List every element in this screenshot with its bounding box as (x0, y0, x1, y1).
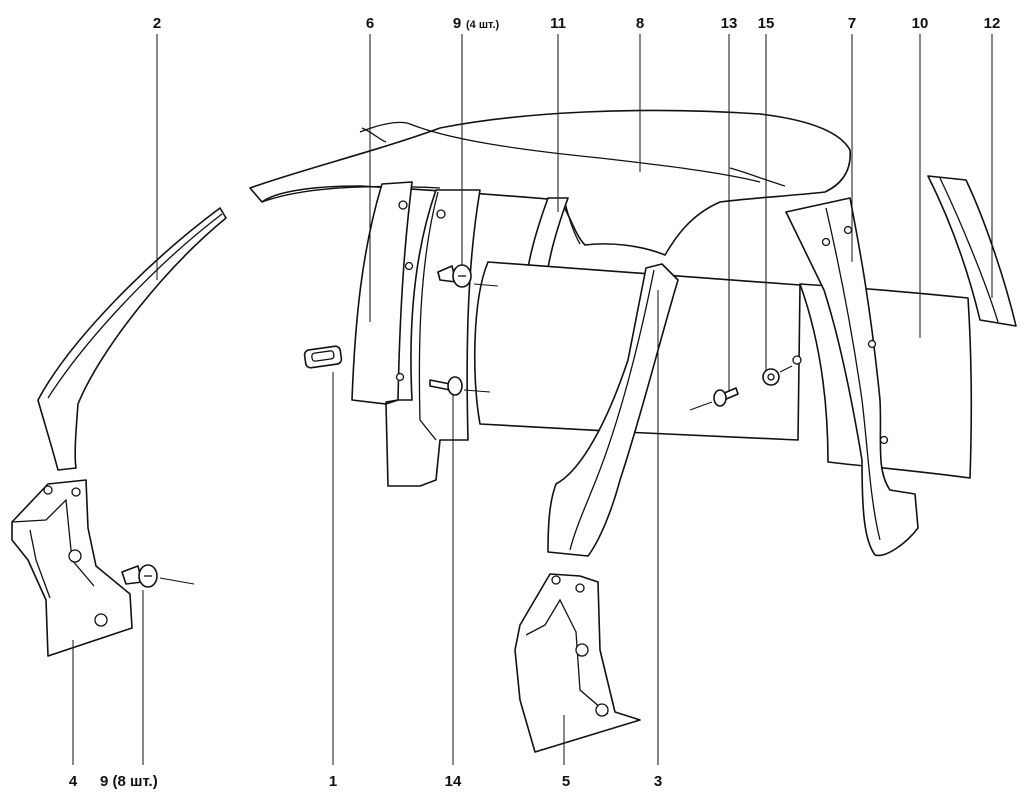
part-4-lower-front-trim (11, 479, 133, 657)
part-6-side-panel (351, 181, 413, 405)
part-2-a-pillar-trim (37, 207, 227, 471)
callout-15: 15 (758, 15, 775, 32)
callout-labels: 2 6 9 (4 шт.) 11 8 13 15 7 10 12 4 9 (8 … (69, 15, 1001, 790)
part-3-b-pillar-trim (547, 263, 679, 557)
part-10-rear-side-panel (792, 283, 973, 479)
callout-1: 1 (329, 773, 337, 790)
part-12-rear-quarter-trim (927, 175, 1017, 327)
callout-12: 12 (984, 15, 1001, 32)
callout-5: 5 (562, 773, 570, 790)
callout-9-upper-number: 9 (453, 15, 461, 32)
leader-lines (72, 34, 993, 765)
callout-2: 2 (153, 15, 161, 32)
callout-7: 7 (848, 15, 856, 32)
callout-9-lower: 9 (8 шт.) (100, 773, 158, 790)
part-13-screw (713, 387, 739, 407)
part-5-lower-b-pillar-trim (514, 573, 641, 753)
part-6-rear-panel (385, 189, 481, 487)
callout-8: 8 (636, 15, 644, 32)
callout-11: 11 (550, 15, 566, 32)
callout-6: 6 (366, 15, 374, 32)
callout-14: 14 (445, 773, 462, 790)
callout-13: 13 (721, 15, 738, 32)
part-7-c-pillar-trim (785, 197, 919, 557)
callout-10: 10 (912, 15, 929, 32)
part-9-fastener-lower (121, 564, 158, 588)
part-9-fastener-upper (437, 264, 472, 288)
part-15-washer (762, 368, 780, 386)
callout-9-upper-quantity: (4 шт.) (466, 19, 499, 31)
part-14-screw (429, 376, 463, 396)
callout-3: 3 (654, 773, 662, 790)
part-1-clip (303, 345, 343, 369)
part-11-b-pillar-upper (527, 197, 569, 269)
callout-4: 4 (69, 773, 78, 790)
